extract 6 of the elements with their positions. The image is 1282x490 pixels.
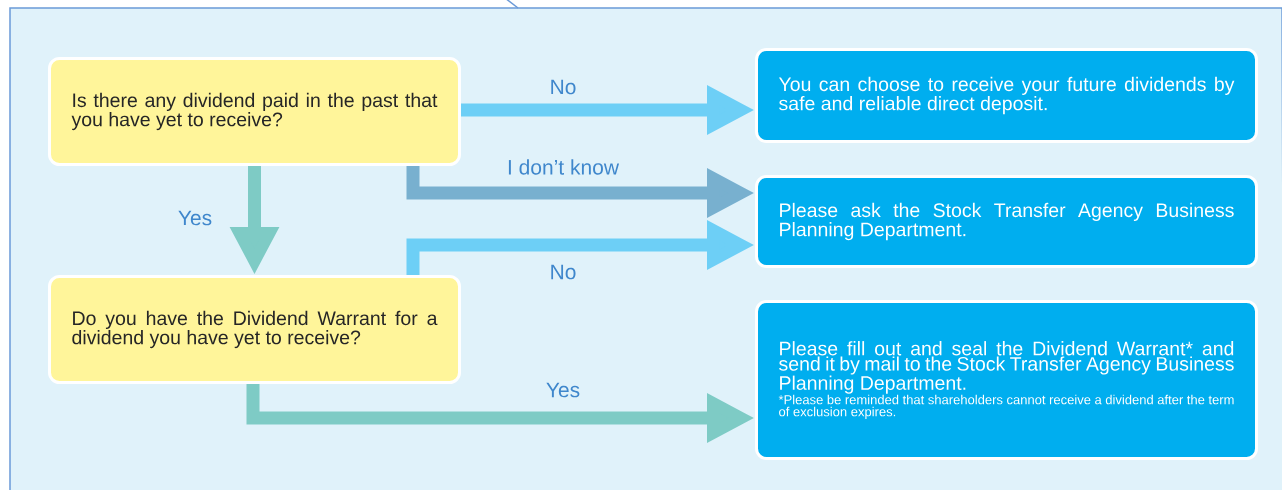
- answer-box: You can choose to receive your future dividends by safe and reliable direct deposit.: [755, 48, 1258, 143]
- question-box: Is there any dividend paid in the past that you have yet to receive?: [48, 57, 461, 166]
- answer-box: Please ask the Stock Transfer Agency Business Planning Department.: [755, 175, 1258, 268]
- edge-label: I don’t know: [505, 158, 621, 176]
- question-box: Do you have the Dividend Warrant for a dividend you have yet to receive?: [48, 275, 461, 384]
- answer-box: Please fill out and seal the Dividend Warrant* and send it by mail to the Stock Transfer Agency Business Planning Department. *Please be reminded that shareholders cannot receive a dividend after the term of exclusion expires.: [755, 300, 1258, 460]
